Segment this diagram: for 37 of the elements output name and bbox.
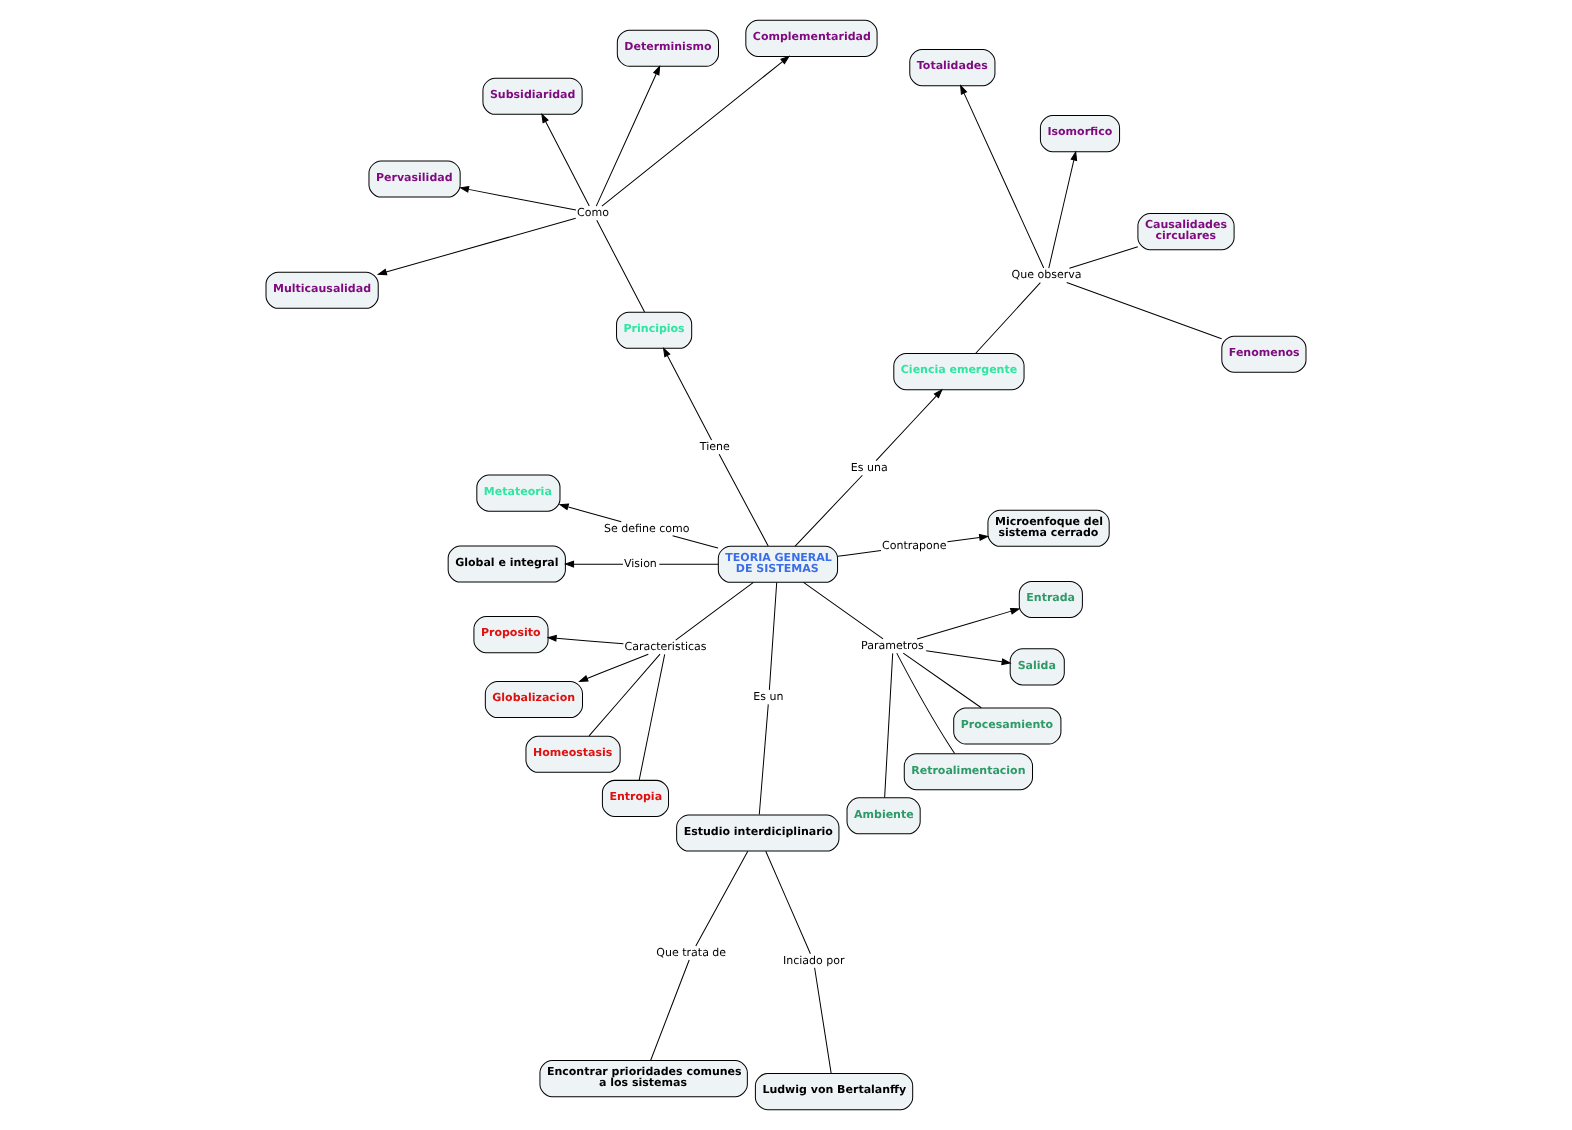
arrow bbox=[916, 607, 1020, 640]
arrow bbox=[541, 113, 590, 207]
connector bbox=[758, 703, 769, 815]
connector bbox=[596, 219, 646, 313]
connector bbox=[803, 581, 884, 640]
connector bbox=[650, 959, 690, 1061]
connector bbox=[837, 549, 882, 557]
arrow bbox=[946, 534, 989, 543]
connector bbox=[768, 581, 778, 691]
connector bbox=[1066, 282, 1223, 340]
connector bbox=[1068, 246, 1139, 269]
connector bbox=[884, 652, 894, 799]
arrow bbox=[377, 217, 577, 276]
arrow bbox=[547, 635, 624, 645]
connector bbox=[658, 563, 719, 565]
arrow bbox=[579, 653, 649, 682]
connector bbox=[975, 282, 1041, 354]
arrow bbox=[663, 347, 713, 441]
arrow bbox=[960, 85, 1045, 269]
arrow bbox=[1048, 151, 1078, 269]
connector bbox=[672, 535, 719, 549]
arrow bbox=[459, 186, 577, 211]
arrow bbox=[565, 560, 624, 568]
arrow bbox=[875, 389, 943, 462]
connector bbox=[794, 474, 863, 547]
connector bbox=[896, 652, 956, 754]
connector bbox=[695, 850, 749, 947]
connector bbox=[902, 652, 982, 709]
connector bbox=[675, 581, 754, 641]
arrow bbox=[559, 503, 622, 523]
connector bbox=[814, 967, 832, 1074]
connector bbox=[765, 850, 811, 955]
connector bbox=[638, 653, 666, 781]
arrow bbox=[595, 65, 661, 207]
arrow bbox=[601, 55, 790, 207]
arrow bbox=[925, 650, 1011, 666]
connector bbox=[718, 453, 769, 547]
